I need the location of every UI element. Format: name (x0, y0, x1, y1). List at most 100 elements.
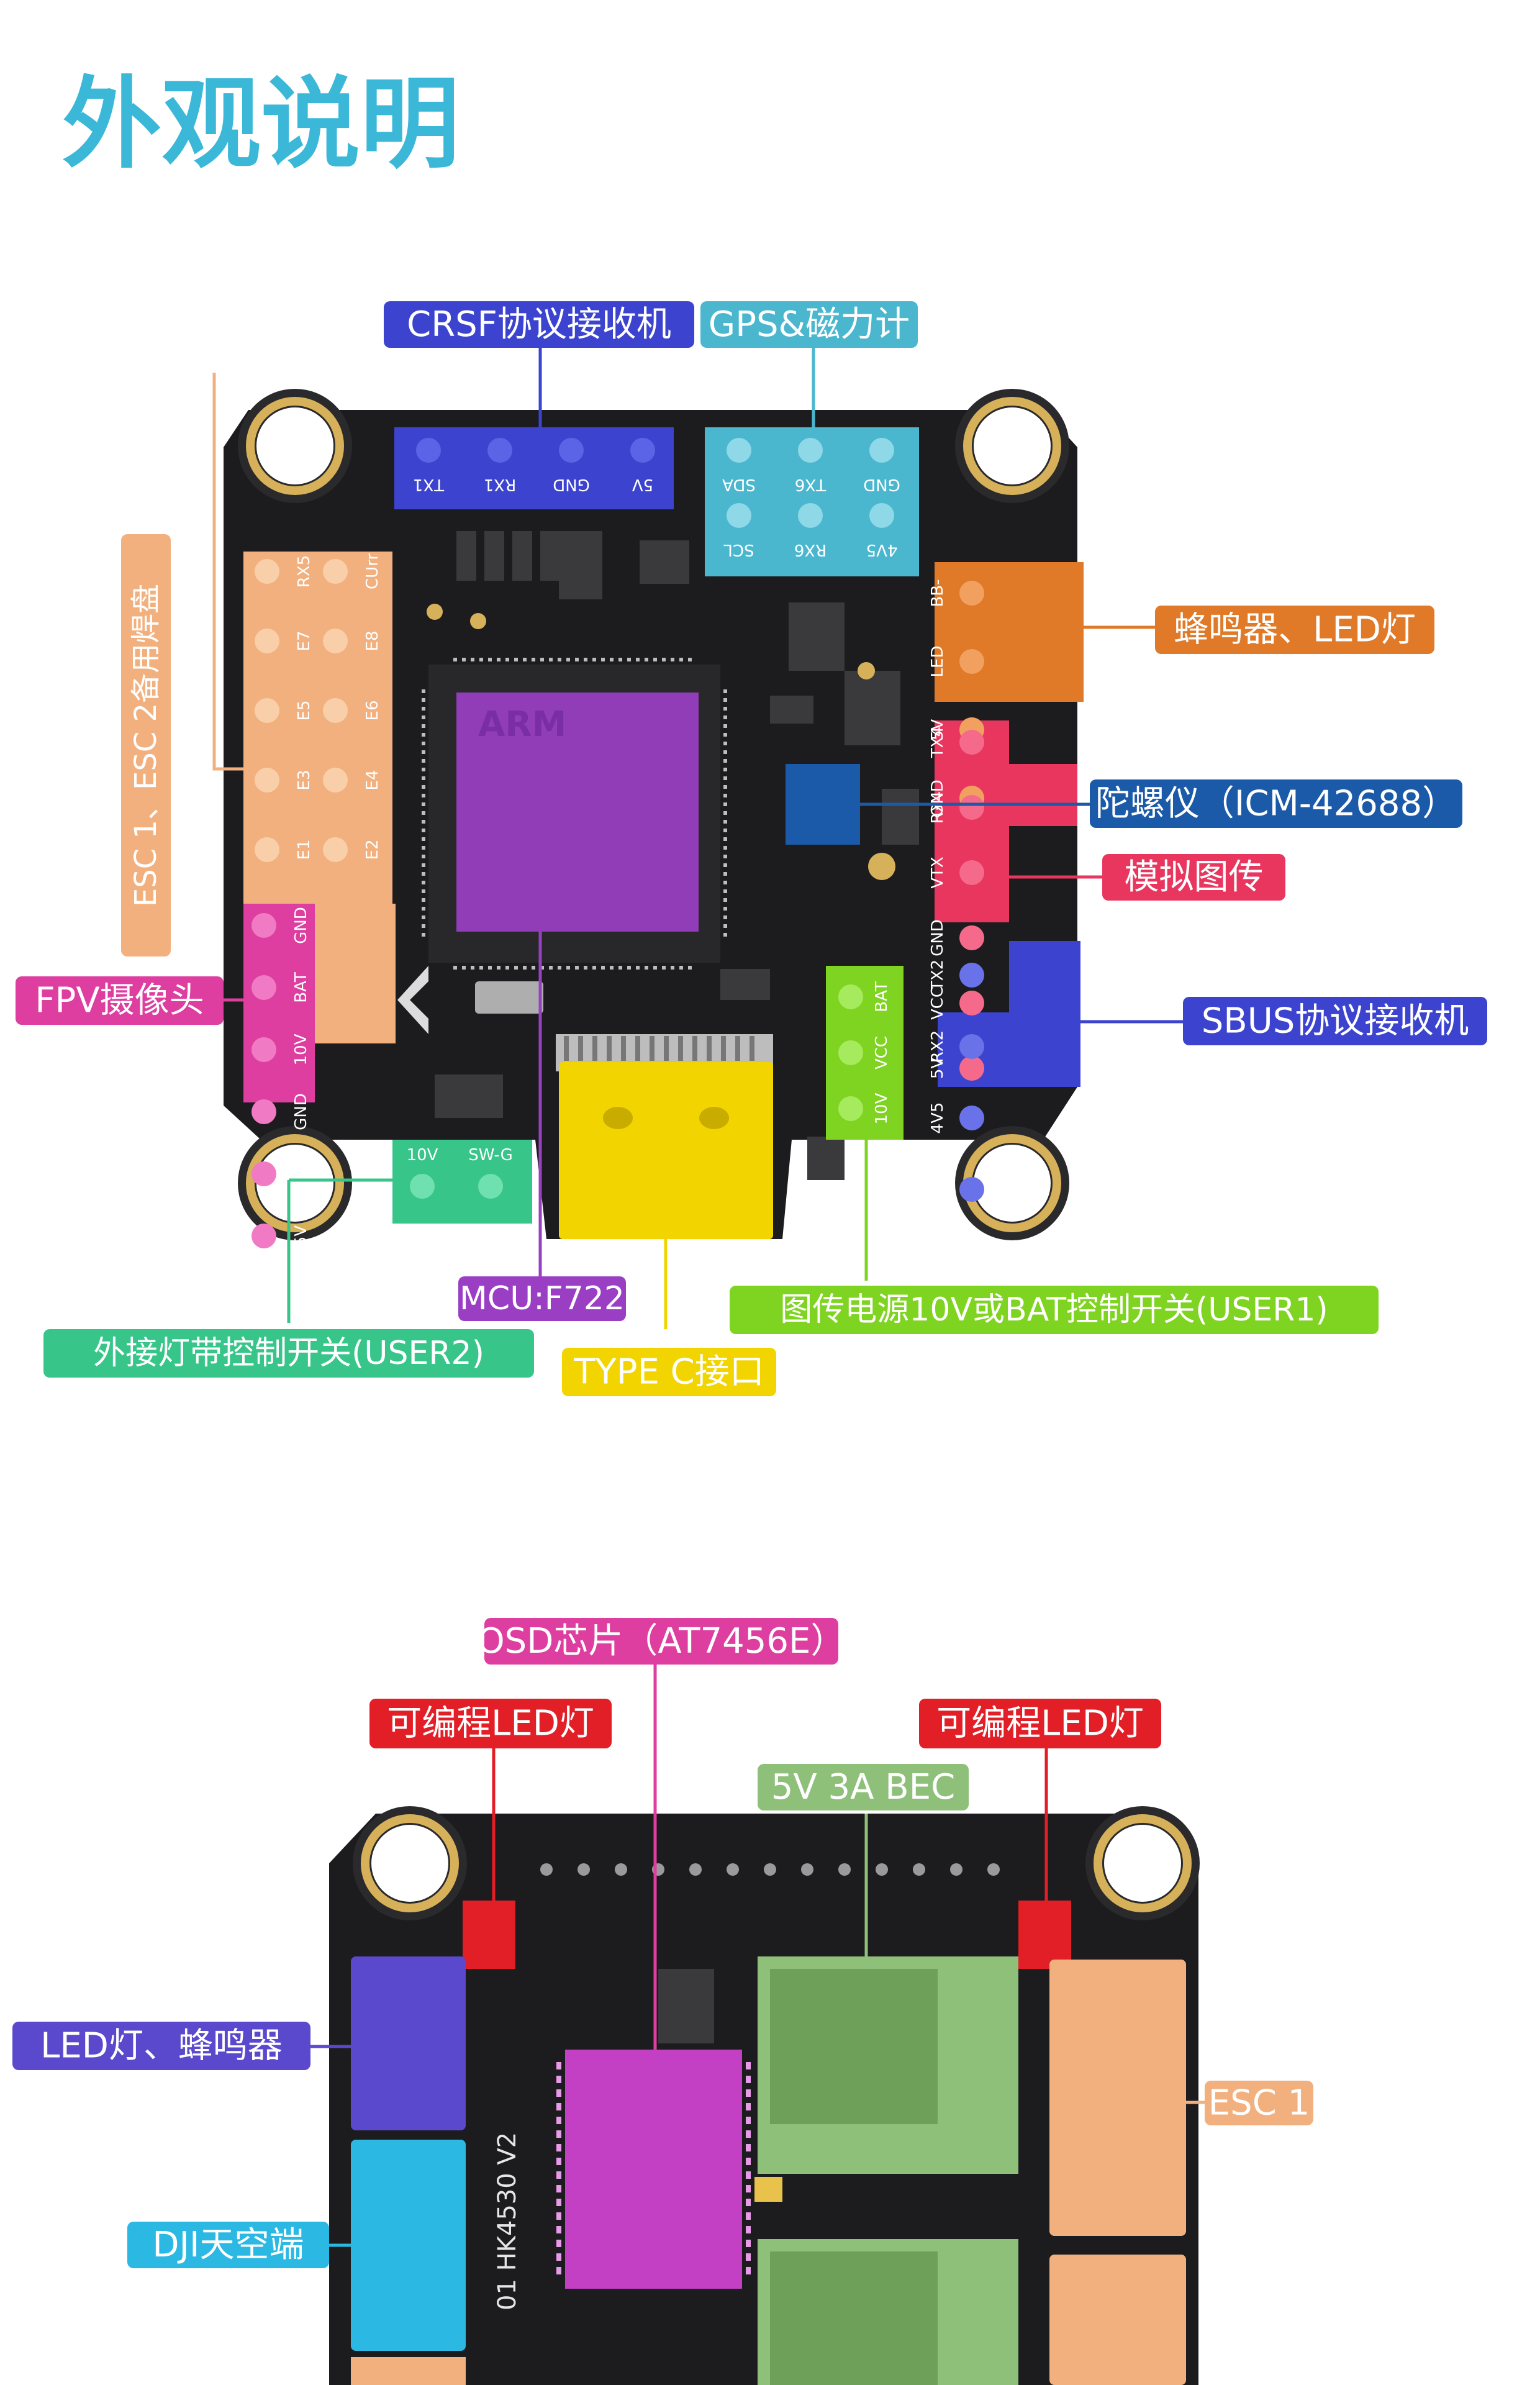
label-typec-text: TYPE C接口 (573, 1352, 764, 1392)
pad-label-gps1-2: GND (863, 475, 900, 494)
pad-label-cam-5: 5V (292, 1225, 310, 1247)
label-led-buzzer-text: LED灯、蜂鸣器 (40, 2026, 283, 2066)
pad-label-sbus-1: RX2 (928, 1030, 947, 1063)
pad-sbus-0 (959, 963, 984, 988)
pad-escL-1 (255, 629, 279, 653)
pad-label-vtx-1: RX4 (928, 791, 947, 824)
pad-label-swv-0: BAT (872, 981, 891, 1012)
pad-buzz-0 (959, 581, 984, 606)
label-esc-backup-pads: ESC 1、ESC 2备用焊盘 (121, 534, 171, 956)
label-programmable-led-right-text: 可编程LED灯 (936, 1704, 1144, 1744)
pad-escL-4 (255, 837, 279, 862)
camera-pads (243, 904, 396, 1102)
label-dji-air-unit: DJI天空端 (127, 2222, 329, 2268)
pad-escL-2 (255, 698, 279, 723)
pad-label-buzz-3: GND (928, 779, 947, 817)
pad-crsf-1 (487, 438, 512, 463)
pad-label-escL-1: E7 (295, 631, 314, 652)
label-fpv-camera: FPV摄像头 (16, 976, 224, 1025)
pad-cam-5 (251, 1224, 276, 1248)
label-esc1-text: ESC 1 (1208, 2083, 1310, 2124)
crsf-pads (394, 427, 674, 509)
pad-label-gps2-0: SCL (723, 540, 754, 559)
mount-hole-top-left (238, 389, 352, 503)
gyro-chip (786, 764, 860, 845)
pad-vtx-0 (959, 730, 984, 755)
pad-vtx-5 (959, 1056, 984, 1081)
pad-label-escR-3: E4 (363, 770, 382, 791)
arrow-logo-icon (397, 966, 428, 1034)
label-esc-backup-pads-text: ESC 1、ESC 2备用焊盘 (129, 584, 163, 907)
pad-escR-2 (323, 698, 348, 723)
pad-label-swl-0: 10V (407, 1146, 438, 1165)
typec-connector (556, 1034, 773, 1239)
pad-gps1-2 (869, 438, 894, 463)
pad-sbus-1 (959, 1034, 984, 1059)
pad-swv-2 (838, 1096, 863, 1121)
pad-crsf-2 (559, 438, 584, 463)
pad-label-crsf-3: 5V (632, 475, 654, 494)
pad-label-cam-1: BAT (292, 972, 310, 1003)
pad-sbus-3 (959, 1177, 984, 1202)
pad-escR-1 (323, 629, 348, 653)
page-title: 外观说明 (62, 66, 460, 182)
label-led-strip-switch: 外接灯带控制开关(USER2) (43, 1329, 534, 1378)
pad-swv-0 (838, 984, 863, 1009)
pad-swl-1 (478, 1174, 503, 1199)
pad-label-vtx-2: VTX (928, 856, 947, 888)
pad-label-vtx-5: 5V (928, 1058, 947, 1079)
pad-cam-3 (251, 1099, 276, 1124)
pad-escL-3 (255, 768, 279, 793)
pad-vtx-2 (959, 860, 984, 885)
mount-hole-top-right (955, 389, 1069, 503)
pad-label-swv-1: VCC (872, 1036, 891, 1070)
mcu-chip-text: ARM (478, 704, 566, 745)
pad-gps2-0 (727, 503, 751, 528)
label-programmable-led-left: 可编程LED灯 (369, 1699, 612, 1748)
pad-vtx-4 (959, 991, 984, 1015)
label-sbus-receiver: SBUS协议接收机 (1183, 997, 1487, 1045)
pad-label-escR-2: E6 (363, 701, 382, 721)
pad-cam-4 (251, 1161, 276, 1186)
mount-hole-bottom-board-right (1085, 1806, 1200, 1920)
label-sbus-receiver-text: SBUS协议接收机 (1202, 1001, 1469, 1042)
pad-cam-1 (251, 975, 276, 1000)
vtx-power-switch-pads (826, 966, 904, 1140)
pad-label-buzz-0: BB- (928, 579, 947, 607)
pad-gps1-1 (798, 438, 823, 463)
bottom-board-silk: 01 HK4530 V2 (493, 2132, 522, 2310)
label-esc1: ESC 1 (1205, 2081, 1313, 2125)
pad-label-cam-2: 10V (292, 1034, 310, 1065)
mount-hole-bottom-left (238, 1126, 352, 1240)
label-gps-compass-text: GPS&磁力计 (709, 304, 910, 345)
pad-gps1-0 (727, 438, 751, 463)
pad-sbus-2 (959, 1106, 984, 1130)
label-bec: 5V 3A BEC (758, 1764, 969, 1810)
pad-label-escL-0: RX5 (295, 555, 314, 588)
pad-crsf-3 (630, 438, 655, 463)
pad-label-cam-3: GND (292, 1093, 310, 1130)
pad-escR-0 (323, 559, 348, 584)
pad-escL-0 (255, 559, 279, 584)
bottom-flight-controller-board: 01 HK4530 V2 (329, 1806, 1200, 2385)
mcu-chip: ARM (422, 658, 727, 970)
label-vtx-power-switch-text: 图传电源10V或BAT控制开关(USER1) (780, 1291, 1328, 1329)
label-programmable-led-left-text: 可编程LED灯 (387, 1704, 594, 1744)
pad-vtx-1 (959, 795, 984, 820)
pad-label-gps2-1: RX6 (794, 540, 827, 559)
label-bec-text: 5V 3A BEC (771, 1767, 955, 1807)
pad-label-crsf-0: TX1 (413, 475, 445, 494)
pad-label-cam-0: GND (292, 907, 310, 944)
led-buzzer-connector (351, 1956, 466, 2130)
label-mcu-text: MCU:F722 (460, 1280, 625, 1317)
pad-label-gps1-0: SDA (722, 475, 756, 494)
mount-hole-bottom-board-left (353, 1806, 467, 1920)
pad-cam-2 (251, 1037, 276, 1062)
led-left (463, 1901, 515, 1969)
pad-label-vtx-0: TX4 (928, 727, 947, 758)
pad-label-swl-1: SW-G (468, 1146, 513, 1165)
pad-swl-0 (410, 1174, 435, 1199)
label-crsf-receiver: CRSF协议接收机 (384, 301, 694, 348)
pad-gps2-1 (798, 503, 823, 528)
pad-label-sbus-3: GND (928, 1171, 947, 1208)
